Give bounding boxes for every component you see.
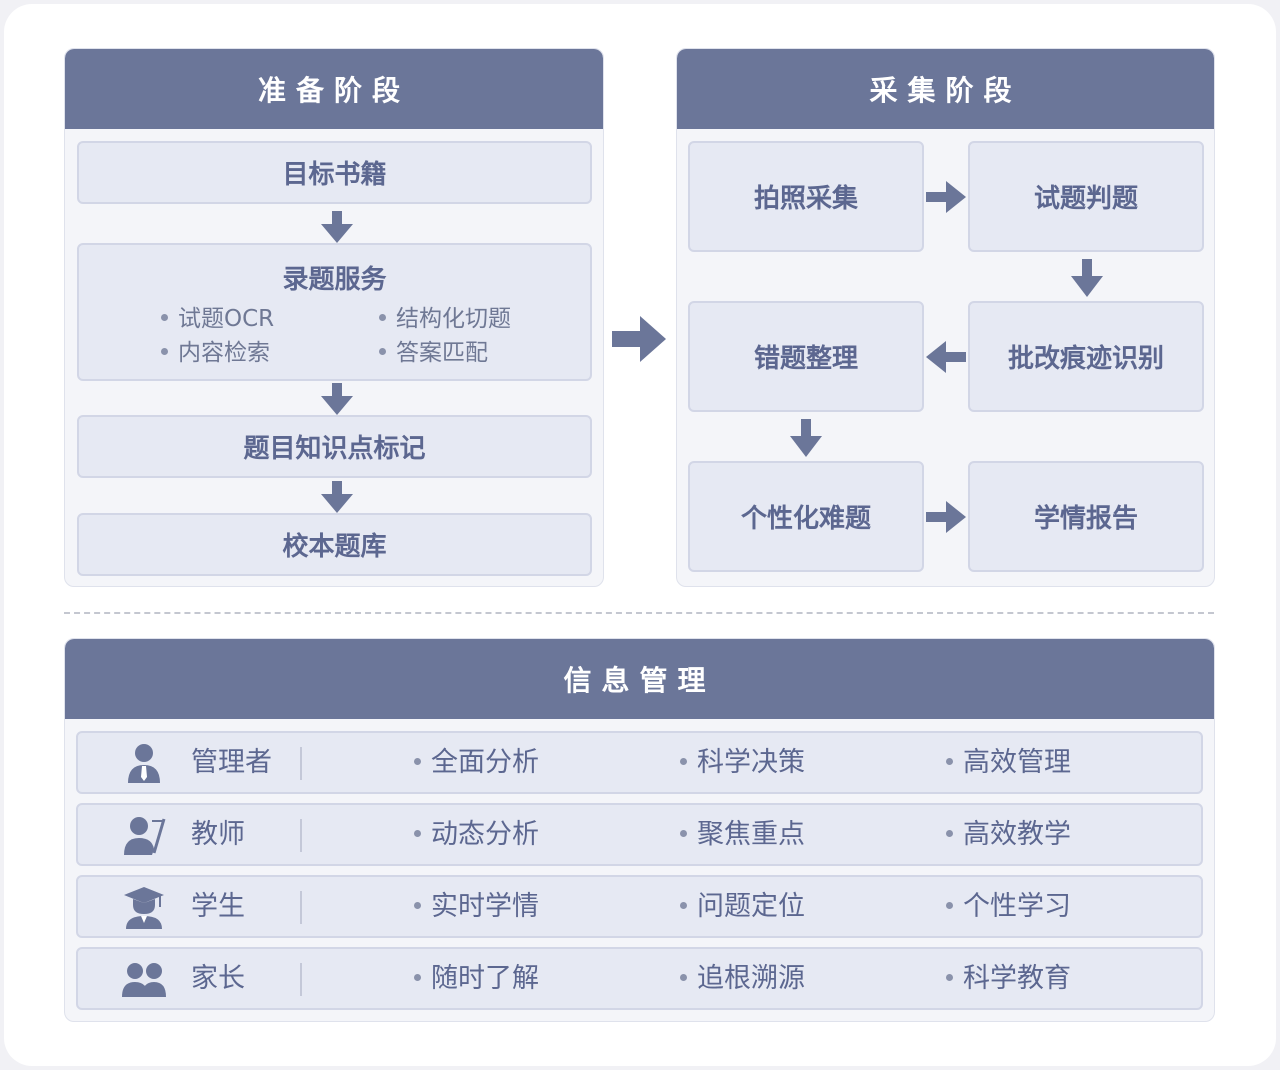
feature-item: 实时学情 bbox=[414, 877, 539, 936]
student-icon bbox=[124, 887, 164, 929]
bullet-icon bbox=[680, 758, 687, 765]
entry-service-item: 试题OCR bbox=[161, 299, 274, 333]
feature-item: 动态分析 bbox=[414, 805, 539, 864]
entry-service-title: 录题服务 bbox=[282, 265, 387, 295]
bullet-icon bbox=[414, 758, 421, 765]
prep-stage-title: 准备阶段 bbox=[65, 49, 603, 129]
bullet-icon bbox=[161, 314, 168, 321]
feature-item: 高效管理 bbox=[946, 733, 1071, 792]
bullet-icon bbox=[161, 348, 168, 355]
arrow-left-icon bbox=[926, 341, 966, 373]
entry-service-item: 内容检索 bbox=[161, 333, 270, 367]
arrow-right-icon bbox=[926, 501, 966, 533]
feature-item: 随时了解 bbox=[414, 949, 539, 1008]
role-row-teacher: 教师 动态分析 聚焦重点 高效教学 bbox=[76, 803, 1203, 866]
target-books-box: 目标书籍 bbox=[77, 141, 592, 204]
arrow-down-icon bbox=[321, 383, 353, 415]
role-label: 管理者 bbox=[191, 747, 272, 778]
collect-stage-panel: 采集阶段 拍照采集 试题判题 错题整理 批改痕迹识别 个性化难题 学情报告 bbox=[676, 48, 1215, 587]
arrow-right-icon bbox=[926, 181, 966, 213]
bullet-icon bbox=[379, 348, 386, 355]
arrow-right-icon bbox=[612, 316, 666, 362]
feature-item: 全面分析 bbox=[414, 733, 539, 792]
separator bbox=[300, 819, 302, 852]
feature-item: 聚焦重点 bbox=[680, 805, 805, 864]
role-label: 家长 bbox=[191, 963, 245, 994]
bullet-icon bbox=[946, 974, 953, 981]
feature-item: 科学教育 bbox=[946, 949, 1071, 1008]
bullet-icon bbox=[946, 830, 953, 837]
entry-service-item: 结构化切题 bbox=[379, 299, 511, 333]
collect-stage-title: 采集阶段 bbox=[677, 49, 1214, 129]
role-label: 教师 bbox=[191, 819, 245, 850]
mark-recognition-box: 批改痕迹识别 bbox=[968, 301, 1204, 412]
entry-service-box: 录题服务 试题OCR 结构化切题 内容检索 答案匹配 bbox=[77, 243, 592, 381]
school-bank-box: 校本题库 bbox=[77, 513, 592, 576]
knowledge-tagging-box: 题目知识点标记 bbox=[77, 415, 592, 478]
admin-icon bbox=[128, 744, 160, 783]
bullet-icon bbox=[414, 830, 421, 837]
section-divider bbox=[64, 612, 1214, 614]
teacher-icon bbox=[124, 817, 166, 855]
feature-item: 问题定位 bbox=[680, 877, 805, 936]
mistake-sorting-box: 错题整理 bbox=[688, 301, 924, 412]
role-label: 学生 bbox=[191, 891, 245, 922]
report-box: 学情报告 bbox=[968, 461, 1204, 572]
parent-icon bbox=[122, 963, 166, 997]
separator bbox=[300, 891, 302, 924]
role-row-admin: 管理者 全面分析 科学决策 高效管理 bbox=[76, 731, 1203, 794]
arrow-down-icon bbox=[790, 419, 822, 457]
arrow-down-icon bbox=[321, 481, 353, 513]
feature-item: 追根溯源 bbox=[680, 949, 805, 1008]
photo-capture-box: 拍照采集 bbox=[688, 141, 924, 252]
feature-item: 科学决策 bbox=[680, 733, 805, 792]
info-management-title: 信息管理 bbox=[65, 639, 1214, 719]
arrow-down-icon bbox=[321, 211, 353, 243]
separator bbox=[300, 747, 302, 780]
bullet-icon bbox=[680, 830, 687, 837]
arrow-down-icon bbox=[1071, 259, 1103, 297]
bullet-icon bbox=[379, 314, 386, 321]
bullet-icon bbox=[414, 974, 421, 981]
bullet-icon bbox=[946, 758, 953, 765]
feature-item: 个性学习 bbox=[946, 877, 1071, 936]
personalized-box: 个性化难题 bbox=[688, 461, 924, 572]
bullet-icon bbox=[680, 974, 687, 981]
bullet-icon bbox=[414, 902, 421, 909]
prep-stage-panel: 准备阶段 目标书籍 录题服务 试题OCR 结构化切题 内容检索 答案匹配 题目知… bbox=[64, 48, 604, 587]
bullet-icon bbox=[946, 902, 953, 909]
entry-service-item: 答案匹配 bbox=[379, 333, 488, 367]
bullet-icon bbox=[680, 902, 687, 909]
grading-box: 试题判题 bbox=[968, 141, 1204, 252]
role-row-student: 学生 实时学情 问题定位 个性学习 bbox=[76, 875, 1203, 938]
feature-item: 高效教学 bbox=[946, 805, 1071, 864]
separator bbox=[300, 963, 302, 996]
role-row-parent: 家长 随时了解 追根溯源 科学教育 bbox=[76, 947, 1203, 1010]
